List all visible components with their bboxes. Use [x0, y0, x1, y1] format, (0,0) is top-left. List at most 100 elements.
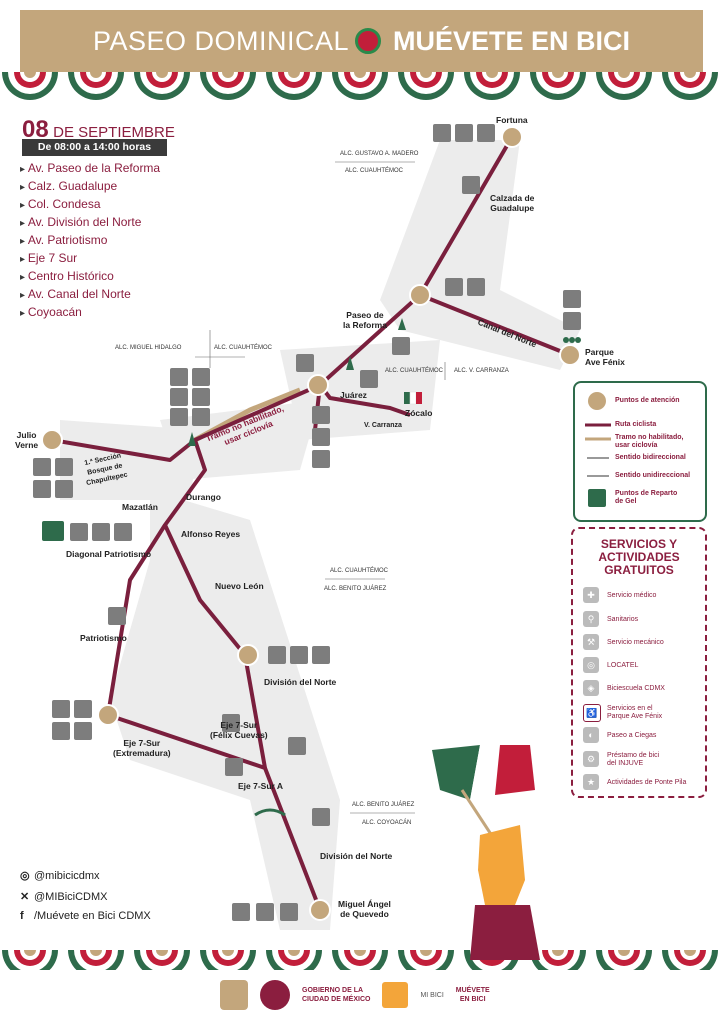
service-item: LOCATEL — [607, 662, 639, 669]
alcaldia-cuauhtemoc: ALC. CUAUHTÉMOC — [385, 368, 444, 374]
service-item: Servicios en el Parque Ave Fénix — [607, 705, 663, 720]
gel-points — [42, 521, 64, 541]
garland-segment — [222, 72, 234, 78]
label-durango: Durango — [186, 492, 221, 502]
label-paseo-reforma: Paseo de la Reforma — [343, 310, 387, 330]
x-icon: ✕ — [20, 891, 30, 903]
label-alfonso-reyes: Alfonso Reyes — [181, 529, 241, 539]
mibici-logo: MI BICI — [420, 991, 444, 999]
locatel-icon: ◎ — [583, 657, 599, 673]
label-calzada: Calzada de Guadalupe — [490, 193, 535, 213]
label-eje7-extremadura: Eje 7-Sur (Extremadura) — [113, 738, 171, 758]
garland-segment — [618, 950, 630, 956]
date-day: 08 — [22, 116, 49, 143]
event-date: 08 DE SEPTIEMBRE — [22, 116, 175, 144]
route-item: Av. División del Norte — [20, 214, 160, 232]
alcaldia-lines — [195, 161, 446, 814]
garland-segment — [24, 72, 36, 78]
attention-points — [41, 126, 581, 921]
header-title-right: MUÉVETE EN BICI — [393, 25, 631, 56]
alcaldia-vc: ALC. V. CARRANZA — [454, 368, 509, 374]
social-x[interactable]: ✕@MIBiciCDMX — [20, 891, 108, 903]
muevete-logo: MUÉVETE EN BICI — [455, 987, 490, 1003]
ponte-pila-icon: ★ — [583, 774, 599, 790]
label-eje7-felix: Eje 7-Sur (Félix Cuevas) — [210, 720, 268, 740]
flag-hand-illustration — [432, 745, 540, 960]
label-julio-verne: Julio Verne — [15, 430, 39, 450]
service-item: Préstamo de bici del INJUVE — [607, 752, 660, 767]
seal-logo-icon — [220, 980, 248, 1010]
legend-tramo: Tramo no habilitado, usar ciclovía — [615, 434, 684, 449]
garland-segment — [24, 950, 36, 956]
alcaldia-cuauhtemoc: ALC. CUAUHTÉMOC — [214, 345, 273, 351]
service-item: Paseo a Ciegas — [607, 732, 657, 739]
label-carranza: V. Carranza — [364, 422, 402, 429]
legend-unidireccional: Sentido unidireccional — [615, 472, 691, 479]
label-division-norte-2: División del Norte — [320, 851, 393, 861]
service-item: Biciescuela CDMX — [607, 685, 665, 692]
label-zocalo: Zócalo — [405, 408, 433, 418]
legend-gel: Puntos de Reparto de Gel — [615, 490, 678, 505]
legend-bidireccional: Sentido bidireccional — [615, 454, 686, 461]
event-hours: De 08:00 a 14:00 horas — [22, 139, 167, 156]
social-instagram[interactable]: ◎@mibicicdmx — [20, 870, 100, 882]
wrench-icon: ⚒ — [583, 634, 599, 650]
route-item: Av. Canal del Norte — [20, 286, 160, 304]
instagram-icon: ◎ — [20, 870, 30, 882]
garland-segment — [420, 950, 432, 956]
facebook-icon: f — [20, 910, 24, 922]
social-facebook[interactable]: f/Muévete en Bici CDMX — [20, 910, 151, 922]
garland-segment — [222, 950, 234, 956]
alcaldia-coyoacan: ALC. COYOACÁN — [362, 820, 412, 826]
garland-segment — [486, 72, 498, 78]
route-item: Eje 7 Sur — [20, 250, 160, 268]
service-item: Actividades de Ponte Pila — [607, 779, 687, 786]
garland-top — [2, 72, 718, 100]
legend-ruta: Ruta ciclista — [615, 421, 657, 428]
route-item: Coyoacán — [20, 304, 160, 322]
bike-loan-icon: ⚙ — [583, 751, 599, 767]
garland-segment — [420, 72, 432, 78]
bike-school-icon: ◈ — [583, 680, 599, 696]
alcaldia-gam: ALC. GUSTAVO A. MADERO — [340, 151, 419, 157]
label-mazatlan: Mazatlán — [122, 502, 158, 512]
date-month: DE SEPTIEMBRE — [53, 124, 175, 141]
header-badge-icon — [355, 28, 382, 54]
label-division-norte-1: División del Norte — [264, 677, 337, 687]
label-parque-fenix: Parque Ave Fénix — [585, 347, 625, 367]
label-juarez: Juárez — [340, 390, 367, 400]
gob-cdmx-text: GOBIERNO DE LA CIUDAD DE MÉXICO — [302, 987, 371, 1003]
medical-icon: ✚ — [583, 587, 599, 603]
label-fortuna: Fortuna — [496, 115, 528, 125]
label-diagonal: Diagonal Patriotismo — [66, 549, 152, 559]
cdmx-logo-icon — [260, 980, 290, 1010]
route-item: Centro Histórico — [20, 268, 160, 286]
garland-segment — [90, 950, 102, 956]
service-icon-boxes — [33, 124, 581, 921]
route-item: Calz. Guadalupe — [20, 178, 160, 196]
garland-segment — [288, 72, 300, 78]
header-banner: PASEO DOMINICAL MUÉVETE EN BICI — [20, 10, 703, 72]
garland-segment — [354, 950, 366, 956]
legend-atencion: Puntos de atención — [615, 397, 680, 404]
label-miguel-angel: Miguel Ángel de Quevedo — [338, 899, 391, 919]
header-title-left: PASEO DOMINICAL — [92, 25, 350, 56]
alcaldia-mh: ALC. MIGUEL HIDALGO — [115, 345, 182, 351]
tree-icons — [563, 337, 581, 343]
route-item: Col. Condesa — [20, 196, 160, 214]
alcaldia-bj: ALC. BENITO JUÁREZ — [352, 802, 415, 808]
service-item: Servicio médico — [607, 592, 657, 599]
garland-segment — [156, 72, 168, 78]
garland-segment — [552, 72, 564, 78]
service-item: Servicio mecánico — [607, 639, 664, 646]
fenix-services-icon: ♿ — [583, 704, 601, 722]
garland-segment — [684, 72, 696, 78]
bike-route — [51, 135, 571, 911]
legend-symbols — [585, 392, 611, 507]
alcaldia-cuauhtemoc: ALC. CUAUHTÉMOC — [330, 568, 389, 574]
services-box: SERVICIOS Y ACTIVIDADES GRATUITOS ✚ Serv… — [571, 527, 707, 798]
footer-logos: GOBIERNO DE LA CIUDAD DE MÉXICO MI BICI … — [220, 975, 490, 1015]
garland-segment — [684, 950, 696, 956]
garland-segment — [90, 72, 102, 78]
